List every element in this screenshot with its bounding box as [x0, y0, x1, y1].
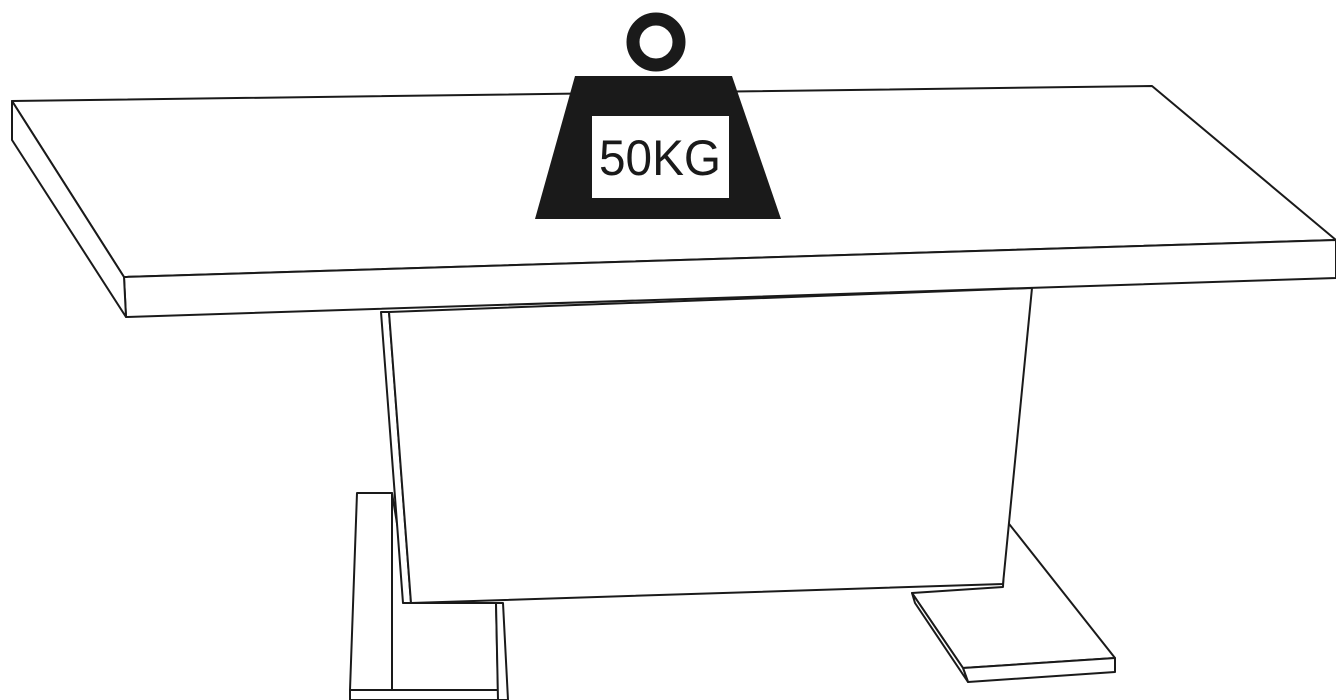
table-pedestal [381, 288, 1032, 603]
weight-icon: 50KG [535, 19, 781, 219]
weight-label: 50KG [599, 130, 721, 186]
